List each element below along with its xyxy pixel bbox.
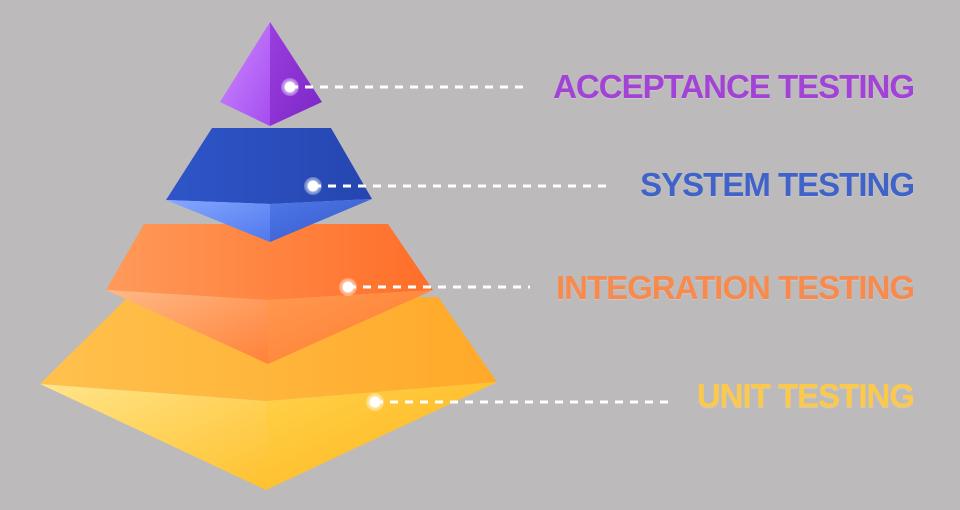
connector-dot bbox=[339, 278, 357, 296]
connector-acceptance-testing bbox=[281, 78, 528, 96]
pyramid-layer-acceptance-testing bbox=[220, 22, 322, 126]
connector-dot bbox=[304, 177, 322, 195]
connector-integration-testing bbox=[339, 278, 530, 296]
connector-dot bbox=[281, 78, 299, 96]
connector-dot bbox=[366, 393, 384, 411]
label-unit-testing: UNIT TESTING bbox=[696, 377, 915, 414]
label-integration-testing: INTEGRATION TESTING bbox=[555, 269, 915, 306]
label-acceptance-testing: ACCEPTANCE TESTING bbox=[553, 68, 915, 105]
connector-system-testing bbox=[304, 177, 608, 195]
connector-unit-testing bbox=[366, 393, 670, 411]
label-system-testing: SYSTEM TESTING bbox=[640, 166, 915, 203]
